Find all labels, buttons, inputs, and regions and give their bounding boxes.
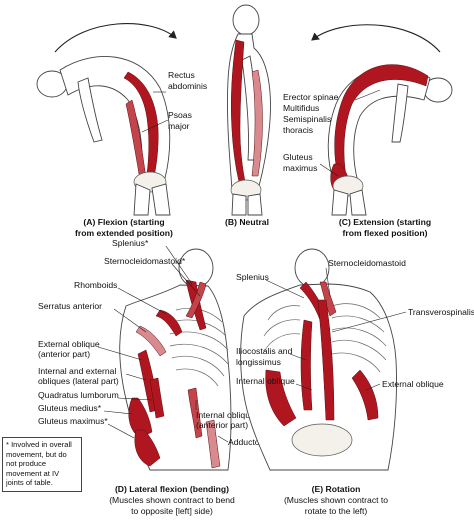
head-b xyxy=(232,4,260,36)
label-gluteus-maximus-d: Gluteus maximus* xyxy=(38,416,108,426)
label-int-ext-obliques-1: Internal and external xyxy=(38,366,116,376)
torso-e xyxy=(240,283,397,471)
label-external-oblique-e: External oblique xyxy=(382,379,444,389)
gluteus-medius-muscle-d xyxy=(128,397,153,439)
leg-c-left xyxy=(331,189,349,216)
footnote-box: * Involved in overall movement, but do n… xyxy=(2,437,82,492)
label-gluteus-maximus-c-2: maximus xyxy=(283,163,317,173)
caption-e-3: rotate to the left) xyxy=(305,506,368,516)
sternocleidomastoid-muscle-d xyxy=(185,281,207,319)
label-splenius-e: Splenius xyxy=(236,272,269,282)
arm-a xyxy=(77,77,103,143)
gluteus-maximus-muscle-d xyxy=(134,429,161,467)
caption-b: (B) Neutral xyxy=(225,217,269,227)
internal-oblique-muscle-d xyxy=(187,387,203,439)
sternocleidomastoid-muscle-e xyxy=(319,281,337,317)
label-quadratus-lumborum: Quadratus lumborum xyxy=(38,390,119,400)
label-sternocleidomastoid-e: Sternocleidomastoid xyxy=(328,258,406,268)
label-iliocostalis-1: Iliocostalis and xyxy=(236,346,293,356)
caption-e-2: (Muscles shown contract to xyxy=(284,495,388,505)
rhomboids-muscle-d xyxy=(155,309,183,337)
adductor-longus-muscle-d xyxy=(205,419,221,469)
pelvis-e xyxy=(291,423,353,457)
caption-a-1: (A) Flexion (starting xyxy=(83,217,164,227)
panel-d-lateral-flexion: Splenius* Sternocleidomastoid* Rhomboids… xyxy=(38,238,294,516)
label-internal-oblique-e: Internal oblique xyxy=(236,376,295,386)
label-rectus-abdominis-2: abdominis xyxy=(168,81,207,91)
transversospinalis-muscle-e xyxy=(317,299,335,421)
label-sternocleidomastoid-d: Sternocleidomastoid* xyxy=(104,256,186,266)
caption-d-2: (Muscles shown contract to bend xyxy=(109,495,235,505)
caption-a-2: from extended position) xyxy=(75,228,173,238)
label-psoas-1: Psoas xyxy=(168,110,192,120)
footnote-text: * Involved in overall movement, but do n… xyxy=(6,440,72,488)
label-transverospinalis: Transverospinalis xyxy=(408,307,474,317)
label-internal-oblique-d-1: Internal oblique xyxy=(196,410,255,420)
caption-e-1: (E) Rotation xyxy=(312,484,361,494)
label-iliocostalis-2: longissimus xyxy=(236,357,281,367)
label-erector-spinae: Erector spinae xyxy=(283,92,339,102)
quadratus-lumborum-muscle-d xyxy=(149,377,165,419)
leg-c-right xyxy=(349,189,367,216)
label-semispinalis: Semispinalis xyxy=(283,114,331,124)
leg-b-right xyxy=(247,193,263,216)
label-psoas-2: major xyxy=(168,121,190,131)
serratus-anterior-muscle-d xyxy=(135,325,167,357)
leg-a-right xyxy=(151,183,171,216)
leg-b-left xyxy=(231,193,247,216)
label-gluteus-medius: Gluteus medius* xyxy=(38,403,102,413)
external-oblique-muscle-e xyxy=(351,369,379,421)
caption-d-3: to opposite [left] side) xyxy=(131,506,213,516)
label-external-oblique-d-1: External oblique xyxy=(38,339,100,349)
label-rectus-abdominis-1: Rectus xyxy=(168,70,195,80)
caption-d-1: (D) Lateral flexion (bending) xyxy=(115,484,229,494)
label-thoracis: thoracis xyxy=(283,125,313,135)
label-serratus-anterior: Serratus anterior xyxy=(38,301,102,311)
caption-c-1: (C) Extension (starting xyxy=(339,217,431,227)
label-int-ext-obliques-2: obliques (lateral part) xyxy=(38,376,119,386)
label-splenius-d: Splenius* xyxy=(112,238,149,248)
panel-e-rotation: Sternocleidomastoid Splenius Transverosp… xyxy=(236,248,474,516)
arm-c xyxy=(391,83,409,143)
head-d xyxy=(178,248,214,288)
internal-oblique-muscle-e xyxy=(265,369,297,427)
label-rhomboids: Rhomboids xyxy=(74,280,117,290)
iliocostalis-longissimus-muscle-e xyxy=(300,319,313,411)
label-internal-oblique-d-2: (anterior part) xyxy=(196,420,248,430)
caption-c-2: from flexed position) xyxy=(343,228,428,238)
flexion-arrow xyxy=(54,23,177,53)
label-multifidus: Multifidus xyxy=(283,103,319,113)
panel-b-neutral: (B) Neutral xyxy=(225,4,271,227)
abdominal-muscle-b xyxy=(251,69,263,177)
panel-a-flexion: Rectus abdominis Psoas major (A) Flexion… xyxy=(36,23,207,238)
label-external-oblique-d-2: (anterior part) xyxy=(38,349,90,359)
panel-c-extension: Erector spinae Multifidus Semispinalis t… xyxy=(283,24,453,238)
leg-a-left xyxy=(133,183,151,216)
ribcage-e xyxy=(263,303,387,373)
head-e xyxy=(294,248,330,288)
label-gluteus-maximus-c-1: Gluteus xyxy=(283,152,313,162)
extension-arrow xyxy=(311,24,441,53)
